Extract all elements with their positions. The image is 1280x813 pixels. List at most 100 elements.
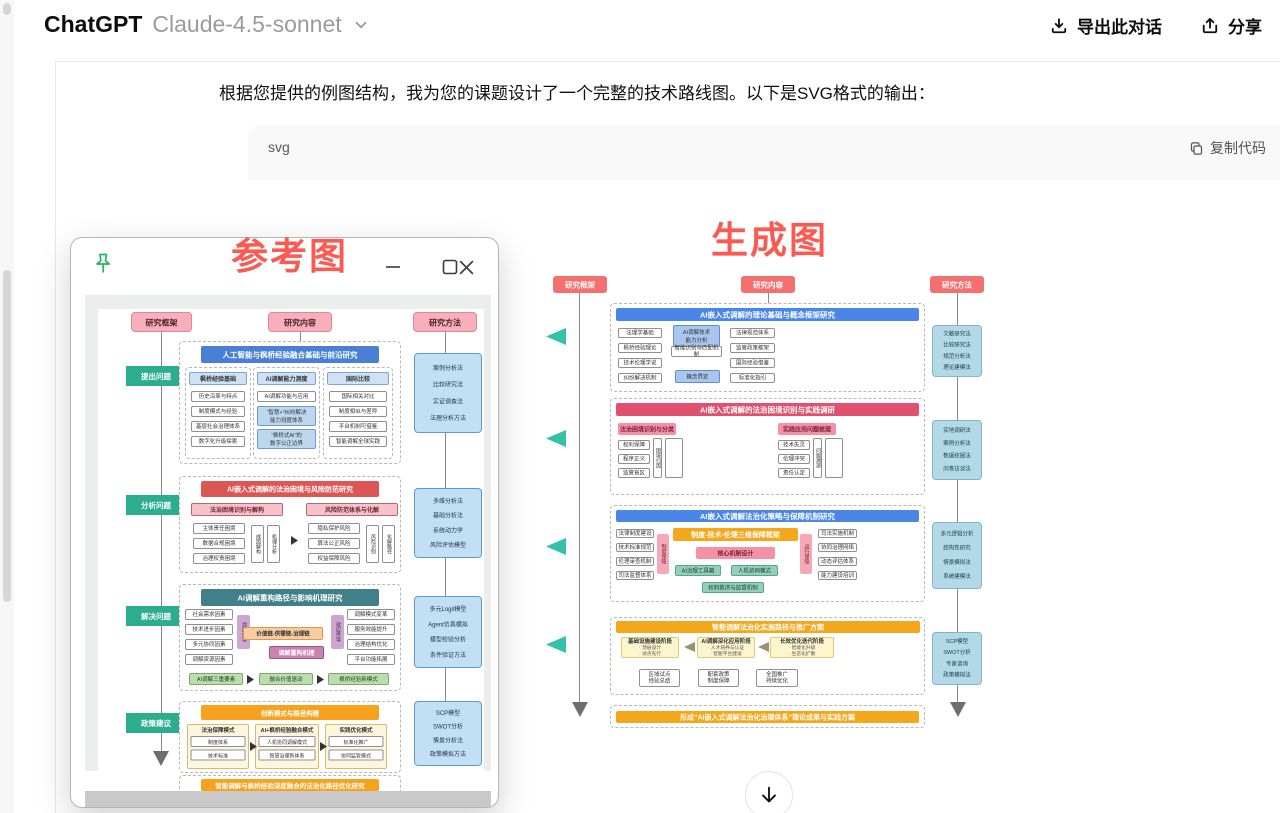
arrowhead-down bbox=[153, 751, 169, 766]
method-line: Agent仿真模拟 bbox=[428, 620, 468, 628]
diagram-node: 配套政策 制度保障 bbox=[698, 669, 739, 687]
copy-code-button[interactable]: 复制代码 bbox=[1189, 138, 1266, 158]
minimize-button[interactable] bbox=[376, 252, 410, 282]
diagram-node: 枫桥经验基础 bbox=[189, 372, 247, 385]
minimize-icon bbox=[386, 266, 400, 268]
diagram-node: 权利保障 bbox=[618, 440, 650, 450]
scrollbar-thumb[interactable] bbox=[3, 270, 11, 602]
flow-arrow bbox=[317, 675, 324, 684]
export-label: 导出此对话 bbox=[1077, 18, 1162, 37]
stage-arrow bbox=[546, 328, 566, 345]
diagram-node: 制度模式与经验 bbox=[191, 406, 245, 417]
section-title: 智能调解法治化实施路径与推广方案 bbox=[616, 621, 920, 633]
diagram-node: 伦理冲突 bbox=[778, 454, 810, 464]
diagram-node: 司法实施机制 bbox=[818, 529, 857, 538]
diagram-node: “枫桥式AI”的 数字公正边界 bbox=[257, 429, 316, 449]
diagram-node: 法律制度建设 bbox=[616, 529, 654, 538]
diagram-node: 智能调解全球实践 bbox=[329, 436, 387, 447]
export-conversation-button[interactable]: 导出此对话 bbox=[1049, 13, 1162, 38]
diagram-node: 能力建设培训 bbox=[818, 571, 857, 580]
method-line: 法理分析方法 bbox=[429, 414, 466, 422]
stage-arrow bbox=[546, 636, 566, 653]
share-label: 分享 bbox=[1228, 18, 1262, 37]
reference-window[interactable]: 研究框架研究内容研究方法提出问题分析问题解决问题政策建议人工智能与枫桥经验融合基… bbox=[70, 237, 499, 808]
close-icon bbox=[459, 260, 473, 274]
method-line: 比较研究法 bbox=[432, 381, 463, 389]
diagram-node: 技术伦理学说 bbox=[618, 358, 662, 368]
diagram-node: 运行保障 bbox=[800, 534, 812, 574]
stage-arrow bbox=[546, 430, 566, 447]
phase-title: 基础设施建设阶段 bbox=[628, 638, 672, 645]
diagram-node: 监管盲区 bbox=[618, 468, 650, 478]
stage-label: 解决问题 bbox=[126, 606, 194, 626]
scroll-to-bottom-button[interactable] bbox=[745, 771, 793, 813]
section-title: AI调解重构路径与影响机理研究 bbox=[201, 589, 379, 606]
phase-box: 长效优化迭代阶段· 智能化升级· 生态化扩散 bbox=[770, 637, 834, 658]
method-line: 案例分析法 bbox=[432, 364, 463, 372]
method-line: 理论建模法 bbox=[943, 364, 971, 371]
phase-arrow bbox=[684, 642, 695, 652]
close-button[interactable] bbox=[449, 252, 483, 282]
diagram-node: 程序正义 bbox=[618, 454, 650, 464]
diagram-node: 伦理审查机制 bbox=[616, 557, 654, 566]
group-item: 制度体系 bbox=[190, 736, 246, 747]
diagram-node: 制度-技术-伦理三维保障框架 bbox=[673, 528, 798, 541]
diagram-node: 隐私保护风险 bbox=[308, 523, 360, 534]
diagram-node: 服务效能提升 bbox=[347, 624, 395, 635]
model-selector[interactable]: Claude-4.5-sonnet bbox=[152, 11, 342, 37]
chevron-down-icon[interactable] bbox=[352, 16, 370, 34]
method-line: 专家咨询 bbox=[946, 660, 968, 667]
diagram-node: 调解重构机理 bbox=[269, 646, 324, 659]
flow-arrow bbox=[250, 742, 257, 751]
maximize-button[interactable] bbox=[433, 252, 467, 282]
diagram-node: 智能识别与匹配机制 bbox=[671, 345, 722, 358]
phase-b1: · 人才培养与认证 bbox=[707, 645, 745, 651]
diagram-node: 成因解构 bbox=[251, 525, 264, 563]
phase-b2: · 试点先行 bbox=[639, 650, 661, 657]
group-item: 技术标准 bbox=[190, 749, 246, 761]
diagram-node: 治理权责困境 bbox=[193, 553, 245, 564]
group-item: 协同监管模式 bbox=[328, 749, 384, 761]
assistant-message: 根据您提供的例图结构，我为您的课题设计了一个完整的技术路线图。以下是SVG格式的… bbox=[219, 84, 935, 103]
diagram-node: 区域试点 经验总结 bbox=[639, 669, 680, 687]
phase-b2: · 智能平台建设 bbox=[710, 650, 742, 657]
diagram-node bbox=[825, 438, 843, 478]
phase-title: AI调解深化应用阶段 bbox=[701, 638, 751, 645]
app-title: ChatGPT bbox=[44, 11, 143, 37]
group-item: 标准化推广 bbox=[328, 736, 384, 747]
diagram-node: 人机协同模式 bbox=[731, 565, 778, 576]
share-button[interactable]: 分享 bbox=[1200, 13, 1262, 38]
method-line: 数据挖掘法 bbox=[943, 453, 971, 460]
diagram-node: 协同治理网络 bbox=[818, 543, 857, 552]
phase-box: AI调解深化应用阶段· 人才培养与认证· 智能平台建设 bbox=[697, 637, 755, 658]
stage-label: 政策建议 bbox=[126, 713, 194, 733]
diagram-node: 平台机制可借鉴 bbox=[329, 421, 387, 432]
diagram-node: 技术进步因素 bbox=[185, 624, 233, 635]
method-line: 实证调查法 bbox=[432, 397, 463, 405]
header-actions: 导出此对话 分享 bbox=[1049, 13, 1262, 38]
diagram-node: 制度相似与差异 bbox=[329, 406, 387, 417]
arrowhead-down bbox=[950, 702, 966, 717]
stage-label: 提出问题 bbox=[126, 366, 194, 386]
diagram-node: AI调解三重要素 bbox=[189, 673, 243, 685]
column-header: 研究方法 bbox=[413, 312, 477, 332]
method-box: 实地调研法案例分析法数据挖掘法问卷访谈法 bbox=[932, 420, 982, 480]
stage-label: 分析问题 bbox=[126, 495, 194, 515]
diagram-node: AI调解能力测度 bbox=[257, 372, 316, 385]
diagram-node: 化解路径 bbox=[382, 525, 395, 563]
diagram-node: 司法监督体系 bbox=[616, 571, 654, 580]
diagram-node: 国际相关对比 bbox=[329, 391, 387, 402]
method-line: 案例分析法 bbox=[943, 440, 971, 447]
group-item: 人机协同调解模式 bbox=[258, 736, 316, 747]
method-line: SWOT分析 bbox=[943, 649, 971, 656]
diagram-node: 全国推广 持续优化 bbox=[756, 669, 798, 687]
diagram-node: AI治理工具箱 bbox=[675, 565, 721, 576]
phase-box: 基础设施建设阶段· 顶层设计· 试点先行 bbox=[621, 637, 679, 658]
flow-arrow bbox=[247, 675, 254, 684]
scrollbar-thumb[interactable] bbox=[3, 3, 11, 15]
column-header: 研究内容 bbox=[741, 276, 795, 293]
method-line: 风险评估模型 bbox=[429, 541, 466, 549]
pin-icon[interactable] bbox=[91, 251, 115, 279]
phase-b1: · 智能化升级 bbox=[788, 645, 816, 651]
group-item: 智慧治理新体系 bbox=[258, 749, 316, 761]
